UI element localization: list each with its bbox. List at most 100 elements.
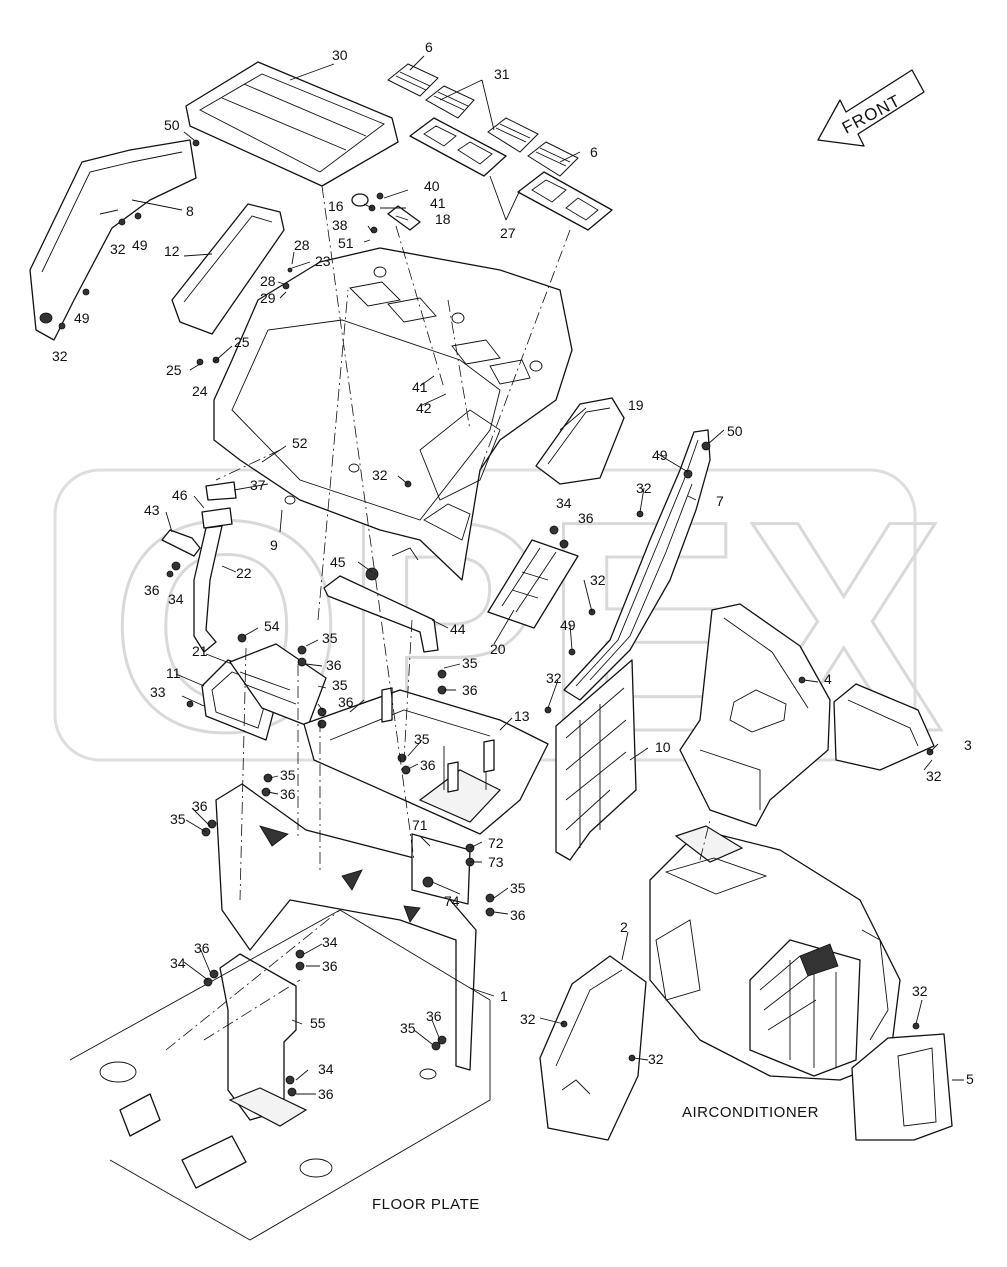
callout-label: 35 [462, 655, 478, 671]
part-4-upper-duct [679, 603, 831, 827]
callout-label: 51 [338, 235, 354, 251]
callout-label: 22 [236, 565, 252, 581]
callout-label: 13 [514, 708, 530, 724]
callout-label: 36 [192, 798, 208, 814]
callout-label: 55 [310, 1015, 326, 1031]
callout-label: 10 [655, 739, 671, 755]
callout-label: 36 [280, 786, 296, 802]
callout-label: 6 [590, 144, 598, 160]
part-12-side-cover [171, 203, 285, 335]
airconditioner-caption: AIRCONDITIONER [682, 1104, 819, 1121]
callout-label: 41 [430, 195, 446, 211]
callout-label: 74 [444, 893, 460, 909]
callout-label: 44 [450, 621, 466, 637]
callout-label: 36 [144, 582, 160, 598]
part-27-31-grille-frames [409, 117, 613, 231]
callout-label: 32 [912, 983, 928, 999]
callout-label: 28 [294, 237, 310, 253]
part-8-left-pillar-trim [29, 139, 197, 341]
callout-label: 36 [420, 757, 436, 773]
callout-label: 34 [322, 934, 338, 950]
callout-label: 30 [332, 47, 348, 63]
callout-label: 28 [260, 273, 276, 289]
callout-label: 34 [168, 591, 184, 607]
callout-label: 36 [322, 958, 338, 974]
callout-label: 32 [372, 467, 388, 483]
callout-label: 35 [414, 731, 430, 747]
part-30-roof-panel [185, 61, 399, 187]
part-2-air-duct [539, 955, 647, 1141]
callout-label: 19 [628, 397, 644, 413]
callout-label: 9 [270, 537, 278, 553]
callout-label: 41 [412, 379, 428, 395]
airconditioner-unit [649, 825, 901, 1081]
callout-label: 36 [462, 682, 478, 698]
part-7-right-pillar-trim [563, 429, 711, 701]
part-13-platform [303, 689, 549, 835]
callout-label: 35 [332, 677, 348, 693]
callout-label: 4 [824, 671, 832, 687]
callout-label: 29 [260, 290, 276, 306]
callout-label: 36 [318, 1086, 334, 1102]
callout-label: 52 [292, 435, 308, 451]
callout-label: 35 [170, 811, 186, 827]
callout-label: 54 [264, 618, 280, 634]
callout-label: 35 [400, 1020, 416, 1036]
callout-label: 36 [326, 657, 342, 673]
part-6-vent-grilles [387, 63, 579, 177]
callout-label: 25 [166, 362, 182, 378]
callout-label: 46 [172, 487, 188, 503]
callout-label: 37 [250, 477, 266, 493]
callout-label: 50 [164, 117, 180, 133]
callout-label: 43 [144, 502, 160, 518]
part-3-outlet-duct [833, 683, 935, 771]
callout-label: 42 [416, 400, 432, 416]
callout-label: 25 [234, 334, 250, 350]
callout-label: 73 [488, 854, 504, 870]
callout-label: 32 [926, 768, 942, 784]
callout-label: 11 [166, 665, 181, 681]
callout-label: 32 [546, 670, 562, 686]
callout-label: 36 [578, 510, 594, 526]
callout-label: 33 [150, 684, 166, 700]
callout-label: 49 [132, 237, 148, 253]
callout-label: 27 [500, 225, 516, 241]
callout-label: 36 [426, 1008, 442, 1024]
callout-label: 3 [964, 737, 972, 753]
part-9-rear-panel [213, 247, 573, 581]
callout-label: 20 [490, 641, 506, 657]
callout-label: 21 [192, 643, 208, 659]
callout-label: 5 [966, 1071, 974, 1087]
callout-label: 45 [330, 554, 346, 570]
callout-label: 2 [620, 919, 628, 935]
part-10-side-panel [555, 659, 637, 861]
callout-label: 24 [192, 383, 208, 399]
callout-label: 1 [500, 988, 508, 1004]
callout-label: 71 [412, 817, 428, 833]
callout-label: 32 [52, 348, 68, 364]
part-19-side-box [535, 397, 625, 485]
callout-label: 7 [716, 493, 724, 509]
callout-labels: 30 6 31 6 27 50 8 32 49 49 32 12 28 23 2… [52, 39, 974, 1102]
callout-label: 35 [280, 767, 296, 783]
callout-label: 16 [328, 198, 344, 214]
callout-label: 49 [652, 447, 668, 463]
callout-label: 35 [510, 880, 526, 896]
callout-label: 32 [590, 572, 606, 588]
callout-label: 34 [170, 955, 186, 971]
part-55-lower-duct [219, 953, 308, 1127]
callout-label: 18 [435, 211, 451, 227]
callout-label: 49 [74, 310, 90, 326]
callout-label: 49 [560, 617, 576, 633]
callout-label: 8 [186, 203, 194, 219]
callout-label: 38 [332, 217, 348, 233]
part-22-duct-hose [161, 481, 237, 653]
parts [29, 55, 964, 1241]
front-direction-arrow: FRONT [817, 69, 925, 147]
front-arrow-shape [817, 69, 925, 147]
callout-label: 32 [648, 1051, 664, 1067]
callout-label: 31 [494, 66, 510, 82]
callout-label: 32 [110, 241, 126, 257]
callout-label: 6 [425, 39, 433, 55]
